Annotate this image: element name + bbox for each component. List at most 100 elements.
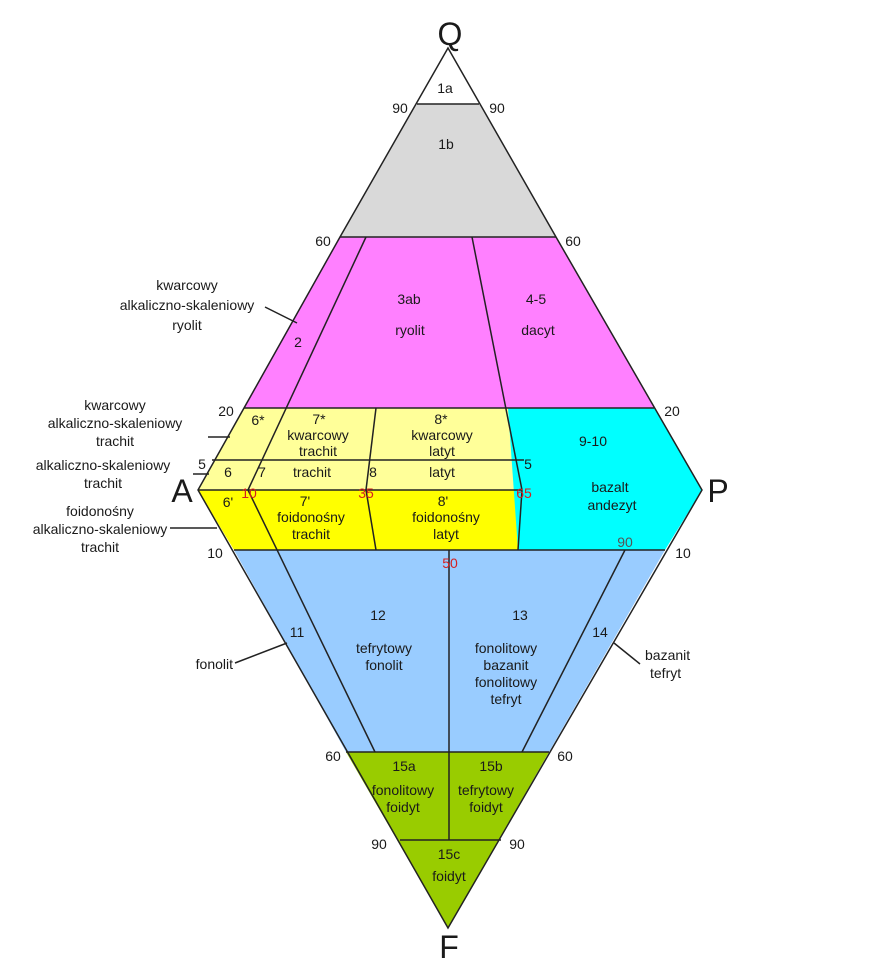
side-label-a-trachyte-1: alkaliczno-skaleniowy [36,457,171,473]
field-foid-bearing-area [198,490,522,550]
tick-q90-left: 90 [392,100,408,116]
field-9-10-name2: andezyt [587,497,636,513]
tick-f60-left: 60 [325,748,341,764]
field-8p-label: 8' [438,493,448,509]
side-label-foid-trachyte-1: foidonośny [66,503,134,519]
boundary-p90-lower [521,549,626,753]
side-label-a-trachyte-2: trachit [84,475,122,491]
field-12-name2: fonolit [365,657,402,673]
leader-basanite [613,642,641,665]
leader-phonolite [234,642,288,664]
field-8-name: latyt [429,464,455,480]
field-13-name1: fonolitowy [475,640,537,656]
field-6s-label: 6* [251,412,265,428]
vertex-a-label: A [171,473,193,509]
field-7-name: trachit [293,464,331,480]
field-13-name4: tefryt [490,691,521,707]
field-12-label: 12 [370,607,386,623]
field-13-name3: fonolitowy [475,674,537,690]
tick-q5-right: 5 [524,456,532,472]
field-1b-label: 1b [438,136,454,152]
field-7s-name1: kwarcowy [287,427,348,443]
field-8p-name2: latyt [433,526,459,542]
field-rhyolite-dacite-area [244,237,654,408]
field-13-label: 13 [512,607,528,623]
field-7s-label: 7* [312,411,326,427]
vertex-f-label: F [439,929,459,965]
field-8s-name1: kwarcowy [411,427,472,443]
tick-q5-left: 5 [198,456,206,472]
field-14-label: 14 [592,624,608,640]
tick-p50: 50 [442,555,458,571]
side-label-phonolite: fonolit [196,656,233,672]
field-15c-label: 15c [438,846,461,862]
field-9-10-name1: bazalt [591,479,628,495]
field-8s-label: 8* [434,411,448,427]
field-7s-name2: trachit [299,443,337,459]
tick-f60-right: 60 [557,748,573,764]
field-3ab-label: 3ab [397,291,421,307]
field-15c-name: foidyt [432,868,466,884]
field-12-name1: tefrytowy [356,640,412,656]
boundary-p65-upper [471,236,523,491]
field-8p-name1: foidonośny [412,509,480,525]
tick-p65: 65 [516,485,532,501]
field-13-name2: bazanit [483,657,528,673]
side-label-rhyolite-3: ryolit [172,317,202,333]
tick-p90: 90 [617,534,633,550]
field-15a-label: 15a [392,758,416,774]
side-label-qa-trachyte-2: alkaliczno-skaleniowy [48,415,183,431]
tick-f10-right: 10 [675,545,691,561]
vertex-q-label: Q [438,16,463,52]
tick-q60-right: 60 [565,233,581,249]
leader-rhyolite [264,306,298,324]
field-11-label: 11 [290,624,305,640]
boundary-p35-lower [365,489,377,551]
tick-q20-right: 20 [664,403,680,419]
field-15b-label: 15b [479,758,503,774]
field-trachyte-latite-light-area [198,408,522,490]
boundary-p10-upper [247,236,367,491]
side-label-rhyolite-2: alkaliczno-skaleniowy [120,297,255,313]
field-7-label: 7 [258,464,266,480]
field-15a-name1: fonolitowy [372,782,434,798]
field-15b-name2: foidyt [469,799,503,815]
side-label-qa-trachyte-1: kwarcowy [84,397,145,413]
field-4-5-label: 4-5 [526,291,546,307]
tick-p10: 10 [241,485,257,501]
tick-f90-right: 90 [509,836,525,852]
tick-q20-left: 20 [218,403,234,419]
field-6p-label: 6' [223,494,233,510]
field-15b-name1: tefrytowy [458,782,514,798]
field-2-label: 2 [294,334,302,350]
field-3ab-name: ryolit [395,322,425,338]
side-label-rhyolite-1: kwarcowy [156,277,217,293]
field-7p-name2: trachit [292,526,330,542]
side-label-foid-trachyte-3: trachit [81,539,119,555]
field-7p-label: 7' [300,493,310,509]
tick-p35: 35 [358,485,374,501]
side-label-foid-trachyte-2: alkaliczno-skaleniowy [33,521,168,537]
field-15a-name2: foidyt [386,799,420,815]
field-1a-label: 1a [437,80,453,96]
tick-f90-left: 90 [371,836,387,852]
side-label-basanite-1: bazanit [645,647,690,663]
boundary-p65-lower [517,489,523,551]
field-6-label: 6 [224,464,232,480]
field-8s-name2: latyt [429,443,455,459]
side-label-qa-trachyte-3: trachit [96,433,134,449]
boundary-p35-upper-a [365,407,377,491]
side-label-basanite-2: tefryt [650,665,681,681]
field-8-label: 8 [369,464,377,480]
field-1a-area [417,48,479,104]
field-4-5-name: dacyt [521,322,555,338]
tick-f10-left: 10 [207,545,223,561]
tick-q90-right: 90 [489,100,505,116]
boundary-p10-lower [247,489,376,753]
field-1b-area [340,104,556,237]
field-7p-name1: foidonośny [277,509,345,525]
field-basalt-andesite-area [508,408,702,550]
tick-q60-left: 60 [315,233,331,249]
field-9-10-label: 9-10 [579,433,607,449]
